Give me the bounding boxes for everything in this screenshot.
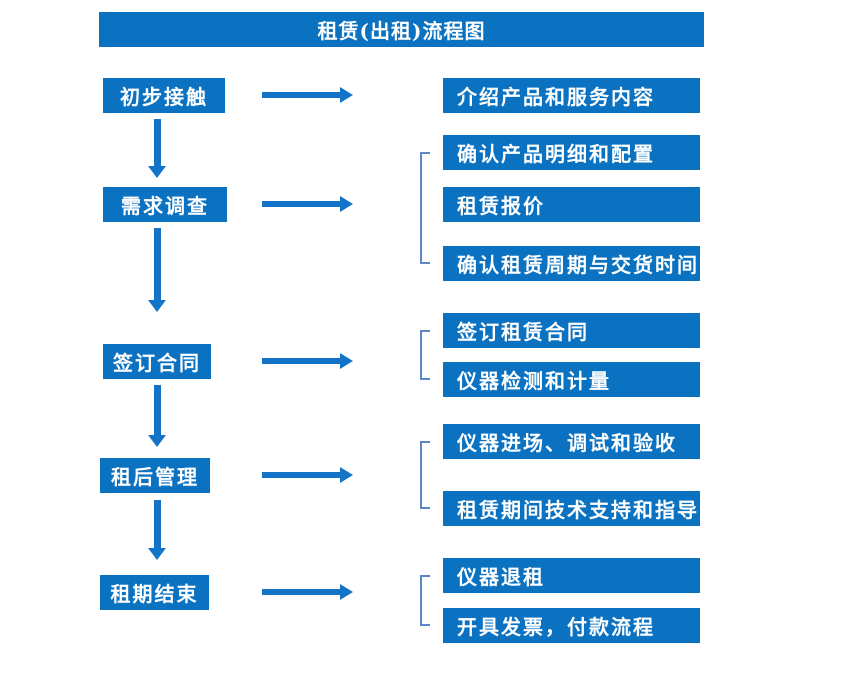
arrow-head-icon xyxy=(340,353,353,369)
arrow-head-icon xyxy=(340,467,353,483)
bracket-2 xyxy=(420,152,430,264)
arrow-head-icon xyxy=(148,548,166,560)
output-box-instrument-installation: 仪器进场、调试和验收 xyxy=(443,424,700,459)
stage-box-demand-survey: 需求调查 xyxy=(103,187,227,222)
stage-box-contract-signing: 签订合同 xyxy=(103,344,211,379)
arrow-shaft xyxy=(262,358,341,364)
arrow-head-icon xyxy=(148,300,166,312)
output-box-sign-rental-contract: 签订租赁合同 xyxy=(443,313,700,348)
arrow-shaft xyxy=(262,589,341,595)
stage-box-post-rental-management: 租后管理 xyxy=(100,458,210,493)
arrow-head-icon xyxy=(148,166,166,178)
arrow-shaft xyxy=(154,500,161,549)
output-box-instrument-return: 仪器退租 xyxy=(443,558,700,593)
bracket-5 xyxy=(420,575,430,626)
diagram-title: 租赁(出租)流程图 xyxy=(317,19,486,43)
bracket-3 xyxy=(420,330,430,380)
right-arrow-5 xyxy=(262,584,353,601)
diagram-title-bar: 租赁(出租)流程图 xyxy=(99,12,704,47)
output-box-rental-quotation: 租赁报价 xyxy=(443,187,700,222)
output-box-confirm-product-details: 确认产品明细和配置 xyxy=(443,135,700,170)
right-arrow-1 xyxy=(262,87,353,104)
stage-box-initial-contact: 初步接触 xyxy=(103,78,225,113)
arrow-head-icon xyxy=(340,87,353,103)
arrow-shaft xyxy=(154,228,161,301)
arrow-head-icon xyxy=(148,435,166,447)
right-arrow-2 xyxy=(262,196,353,213)
down-arrow-2 xyxy=(148,228,167,312)
output-box-introduce-products: 介绍产品和服务内容 xyxy=(443,78,700,113)
down-arrow-4 xyxy=(148,500,167,560)
arrow-head-icon xyxy=(340,584,353,600)
right-arrow-3 xyxy=(262,353,353,370)
arrow-head-icon xyxy=(340,196,353,212)
arrow-shaft xyxy=(262,472,341,478)
down-arrow-1 xyxy=(148,119,167,178)
output-box-confirm-rental-period: 确认租赁周期与交货时间 xyxy=(443,246,700,281)
arrow-shaft xyxy=(262,201,341,207)
output-box-technical-support: 租赁期间技术支持和指导 xyxy=(443,491,700,526)
right-arrow-4 xyxy=(262,467,353,484)
down-arrow-3 xyxy=(148,385,167,447)
stage-box-rental-end: 租期结束 xyxy=(100,575,209,610)
output-box-instrument-testing: 仪器检测和计量 xyxy=(443,362,700,397)
bracket-4 xyxy=(420,441,430,509)
arrow-shaft xyxy=(154,119,161,167)
arrow-shaft xyxy=(262,92,341,98)
output-box-invoice-payment: 开具发票，付款流程 xyxy=(443,608,700,643)
arrow-shaft xyxy=(154,385,161,436)
